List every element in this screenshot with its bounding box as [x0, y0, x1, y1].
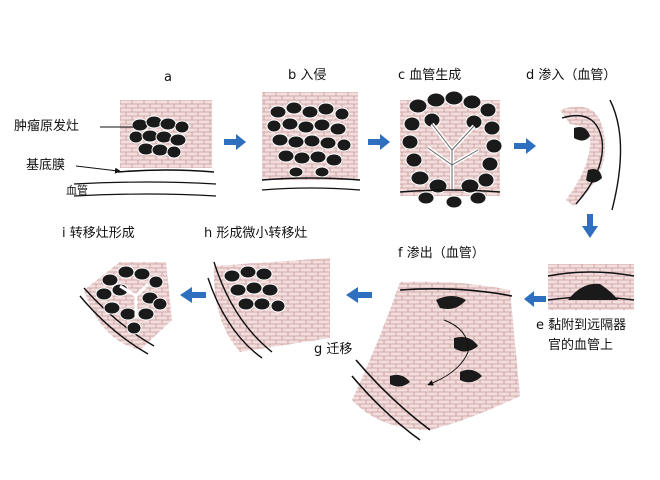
- label-d: d 渗入（血管）: [526, 68, 617, 83]
- panel-h-micrometastasis: [207, 258, 330, 359]
- left-arrow-icon: [346, 287, 372, 303]
- panel-i-metastasis: [79, 262, 172, 355]
- label-a: a: [164, 70, 172, 85]
- right-arrow-icon: [368, 134, 390, 150]
- label-basement: 基底膜: [26, 158, 66, 173]
- label-vessel: 血管: [66, 184, 88, 197]
- panel-b-invasion: [261, 92, 361, 191]
- panel-e-adhesion: [547, 264, 635, 310]
- panel-fg-extravasation: [351, 281, 520, 441]
- panel-c-angiogenesis: [399, 90, 503, 209]
- label-e-line1: e 黏附到远隔器: [536, 318, 627, 333]
- label-tumor: 肿瘤原发灶: [14, 119, 80, 134]
- label-g: g 迁移: [314, 342, 353, 357]
- right-arrow-icon: [514, 138, 536, 154]
- label-f: f 渗出（血管）: [398, 246, 485, 261]
- label-h: h 形成微小转移灶: [204, 226, 308, 241]
- flow-arrows: [180, 134, 598, 307]
- label-c: c 血管生成: [398, 68, 462, 83]
- left-arrow-icon: [524, 291, 546, 307]
- panel-d-intravasation: [560, 99, 622, 211]
- label-e-line2: 官的血管上: [548, 338, 614, 353]
- label-b: b 入侵: [288, 68, 327, 83]
- right-arrow-icon: [224, 134, 246, 150]
- label-i: i 转移灶形成: [62, 226, 135, 241]
- down-arrow-icon: [582, 214, 598, 238]
- panel-a-primary-tumor: [73, 100, 217, 197]
- left-arrow-icon: [180, 287, 206, 303]
